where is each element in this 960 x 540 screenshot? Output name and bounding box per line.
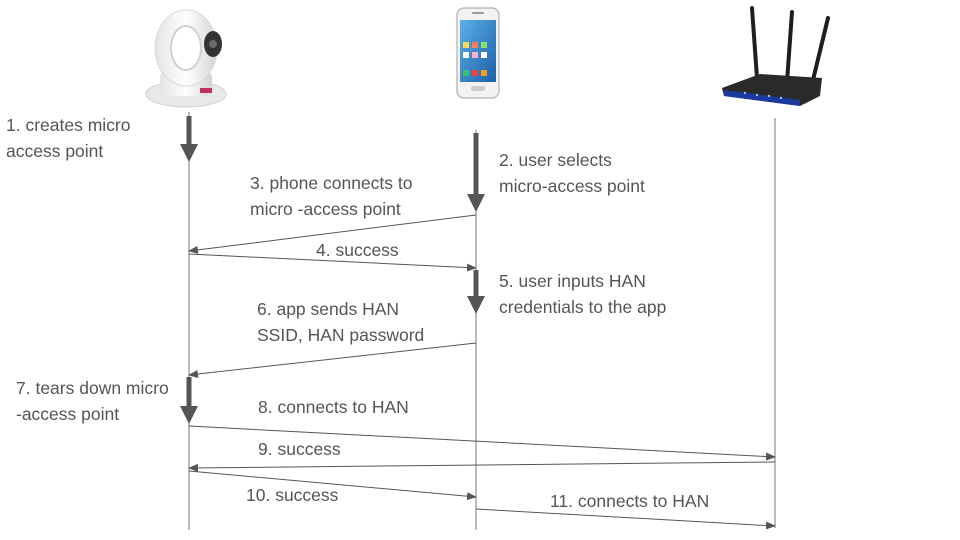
step-2-label: 2. user selects micro-access point xyxy=(499,150,645,196)
step-1-self-arrow xyxy=(180,116,198,162)
step-7-label: 7. tears down micro -access point xyxy=(16,378,169,424)
step-11-arrow xyxy=(475,508,776,530)
step-8-label: 8. connects to HAN xyxy=(258,397,409,417)
router-icon xyxy=(722,6,830,106)
camera-icon xyxy=(145,9,227,108)
step-9-arrow xyxy=(188,461,776,472)
step-7-self-arrow xyxy=(180,377,198,424)
step-3-arrow xyxy=(188,214,477,254)
step-9-label: 9. success xyxy=(258,439,341,459)
step-5-self-arrow xyxy=(467,270,485,314)
step-11-label: 11. connects to HAN xyxy=(550,491,710,511)
step-5-label: 5. user inputs HAN credentials to the ap… xyxy=(499,271,667,317)
step-6-arrow xyxy=(188,342,477,378)
step-6-label: 6. app sends HAN SSID, HAN password xyxy=(257,299,425,345)
step-8-arrow xyxy=(188,425,776,461)
step-10-arrow xyxy=(188,470,477,501)
step-2-self-arrow xyxy=(467,133,485,212)
step-1-label: 1. creates micro access point xyxy=(6,115,131,161)
step-4-arrow xyxy=(188,253,477,272)
step-10-label: 10. success xyxy=(246,485,339,505)
smartphone-icon xyxy=(456,7,500,99)
step-3-label: 3. phone connects to micro -access point xyxy=(250,173,413,219)
step-4-label: 4. success xyxy=(316,240,399,260)
